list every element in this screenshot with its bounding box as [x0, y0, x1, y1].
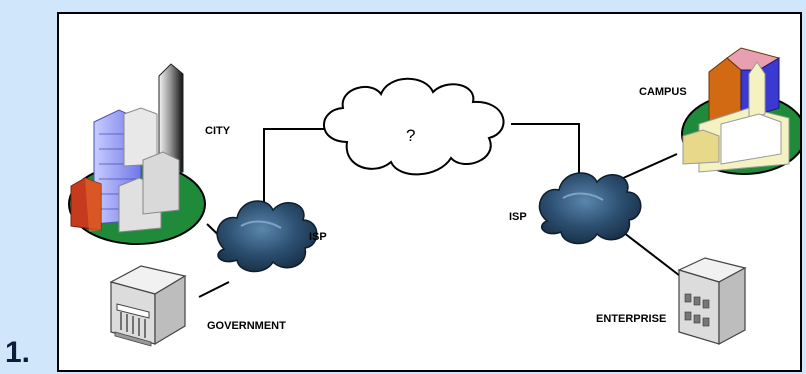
- city-label: CITY: [205, 125, 231, 137]
- enterprise-icon: ENTERPRISE: [596, 257, 747, 346]
- government-label: GOVERNMENT: [207, 320, 286, 332]
- isp-right-label: ISP: [509, 211, 527, 223]
- network-diagram: ? ISP ISP CITY: [57, 12, 802, 372]
- connection-lines: [198, 123, 685, 298]
- link-isp-campus: [620, 153, 678, 180]
- slide-number: 1.: [5, 336, 31, 369]
- isp-cloud-left: ISP: [216, 200, 327, 273]
- link-isp-internet: [263, 128, 331, 204]
- isp-cloud-right: ISP: [509, 172, 642, 245]
- campus-label: CAMPUS: [639, 86, 687, 98]
- link-gov-isp: [198, 281, 230, 298]
- campus-icon: CAMPUS: [639, 47, 800, 175]
- link-internet-isp: [511, 123, 580, 182]
- isp-left-label: ISP: [309, 231, 327, 243]
- government-icon: GOVERNMENT: [109, 265, 286, 347]
- internet-cloud: ?: [323, 77, 505, 176]
- internet-label: ?: [406, 126, 415, 145]
- enterprise-label: ENTERPRISE: [596, 313, 666, 325]
- link-isp-enterprise: [618, 228, 685, 280]
- city-icon: CITY: [68, 63, 231, 245]
